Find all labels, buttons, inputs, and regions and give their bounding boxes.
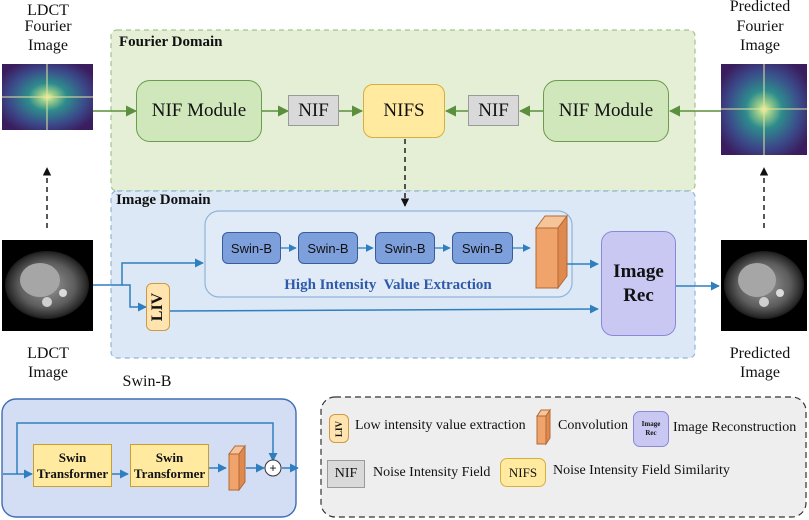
convolution-block-swin <box>228 444 246 492</box>
fourier-domain-panel <box>110 29 696 192</box>
legend-panel <box>320 396 807 518</box>
predicted-fourier-image <box>721 64 807 155</box>
swin-b-detail-panel <box>1 398 297 518</box>
high-intensity-panel <box>204 210 573 298</box>
legend-conv-icon <box>536 408 551 446</box>
ldct-fourier-image <box>2 64 93 130</box>
arrow-swin-residual <box>16 422 278 474</box>
arrow-liv-to-imagerec <box>169 304 599 314</box>
ldct-ct-image <box>2 240 93 331</box>
arrow-ldct-to-liv <box>122 284 147 312</box>
arrow-ldct-to-high-intensity <box>93 258 204 286</box>
predicted-ct-image <box>721 240 807 331</box>
add-operator-circle <box>264 459 282 477</box>
convolution-block-main <box>535 214 568 290</box>
